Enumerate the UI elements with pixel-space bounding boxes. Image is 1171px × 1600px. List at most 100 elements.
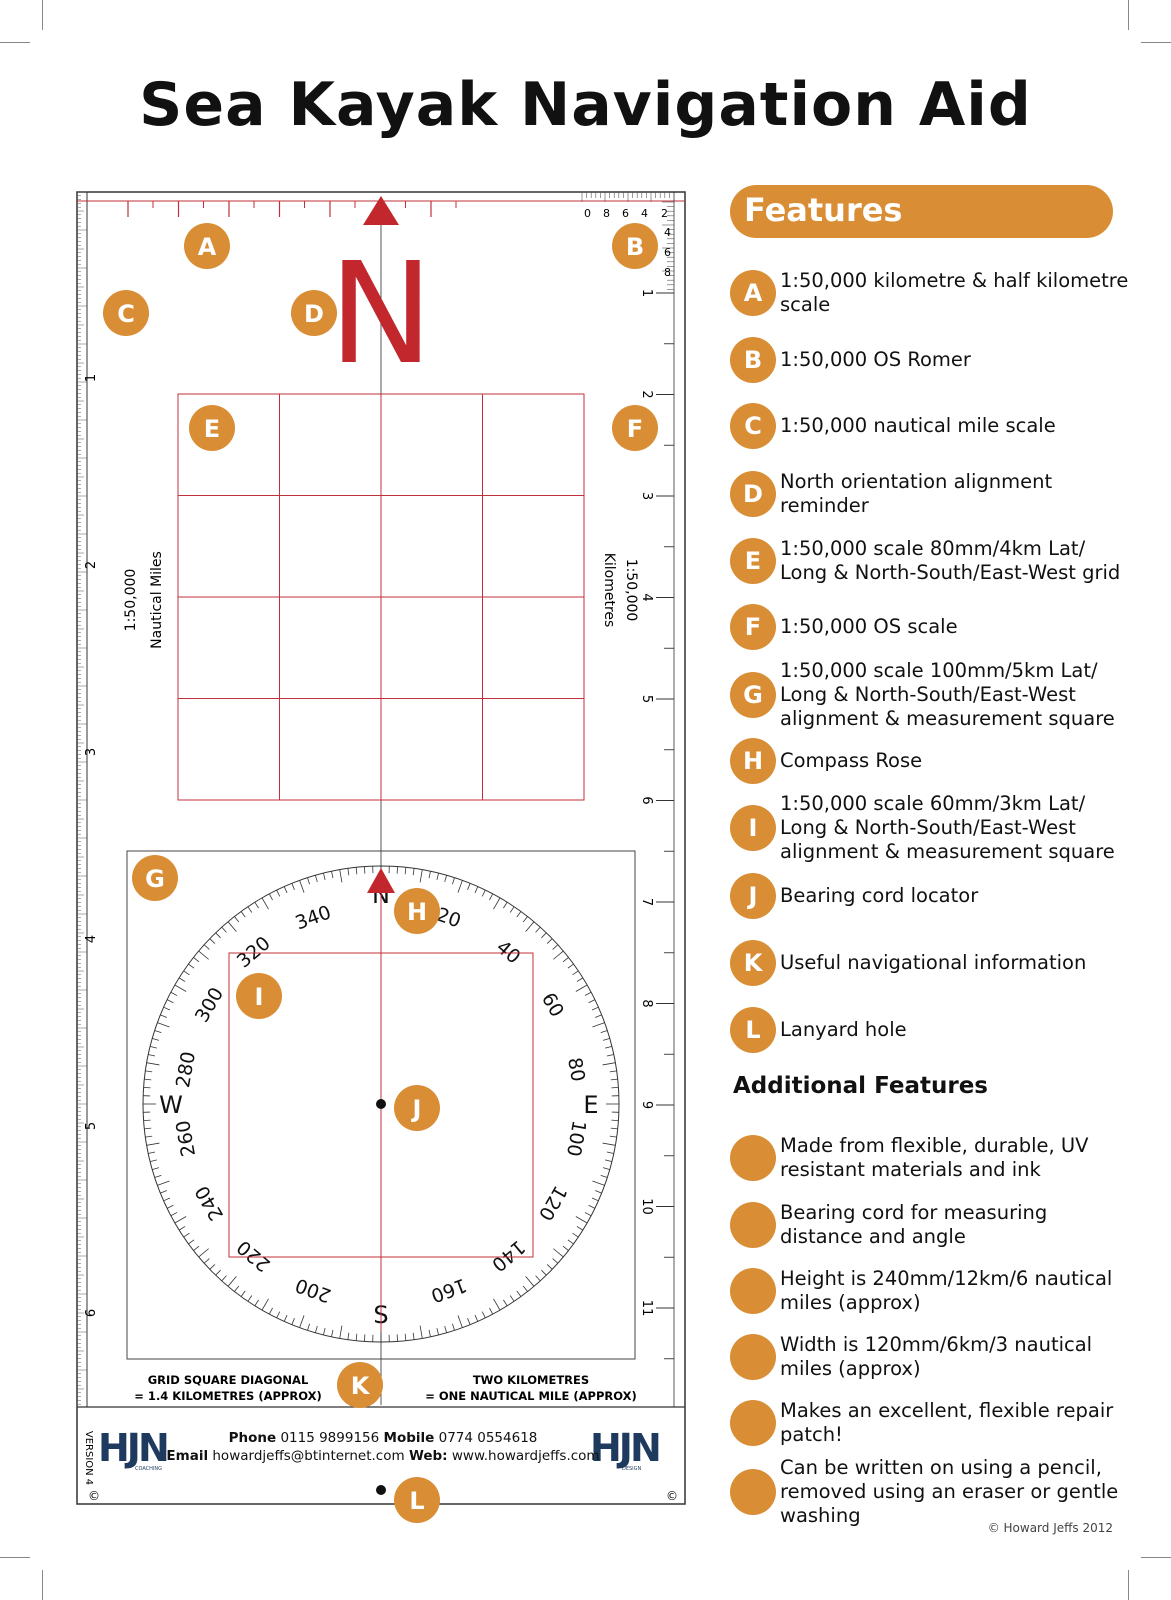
- marker-label-i: I: [255, 983, 264, 1011]
- compass-tick: [152, 1167, 160, 1170]
- compass-tick: [145, 1070, 153, 1073]
- feature-badge: G: [730, 672, 776, 718]
- additional-feature-item: Width is 120mm/6km/3 nautical miles (app…: [730, 1327, 1135, 1387]
- compass-tick: [240, 911, 246, 918]
- compass-tick: [541, 932, 547, 939]
- nautical-scale-number: 3: [84, 748, 99, 756]
- crop-mark: [0, 42, 30, 43]
- compass-tick: [567, 963, 574, 969]
- compass-tick: [203, 944, 210, 950]
- compass-tick: [209, 1264, 216, 1270]
- nautical-scale-number: 1: [84, 374, 99, 382]
- romer-digit: 8: [603, 207, 610, 220]
- logo-left: HJN: [98, 1426, 167, 1470]
- grid-e: [177, 393, 585, 801]
- feature-text: Compass Rose: [780, 749, 923, 772]
- ruler-ticks: [77, 191, 674, 1405]
- compass-tick: [261, 897, 269, 910]
- additional-feature-text: Width is 120mm/6km/3 nautical miles (app…: [780, 1333, 1093, 1380]
- marker-label-e: E: [204, 415, 220, 443]
- additional-feature-text: Height is 240mm/12km/6 nautical miles (a…: [780, 1267, 1113, 1314]
- web-address: www.howardjeffs.com: [452, 1448, 600, 1464]
- compass-tick: [188, 963, 195, 969]
- compass-tick: [602, 1062, 616, 1066]
- compass-tick: [493, 897, 501, 910]
- compass-tick: [283, 886, 288, 894]
- marker-a: [184, 223, 230, 269]
- compass-tick: [215, 932, 221, 939]
- compass-tick: [436, 1328, 439, 1336]
- compass-tick: [609, 1135, 617, 1138]
- compass-tick: [174, 1216, 187, 1224]
- compass-tick: [247, 1295, 253, 1302]
- compass-tick: [198, 950, 209, 960]
- compass-tick: [163, 1197, 171, 1202]
- compass-tick: [148, 1054, 156, 1057]
- compass-tick: [541, 1269, 547, 1276]
- compass-tick: [404, 1333, 407, 1341]
- compass-tick: [493, 1298, 501, 1311]
- feature-text: Bearing cord locator: [780, 884, 979, 907]
- compass-tick: [481, 889, 486, 897]
- feature-badge: I: [730, 805, 776, 851]
- compass-tick: [562, 957, 569, 963]
- marker-b: [612, 223, 658, 269]
- compass-tick: [428, 871, 431, 879]
- compass-tick: [522, 916, 528, 923]
- marker-i: [236, 973, 282, 1019]
- km-note: = ONE NAUTICAL MILE (APPROX): [425, 1389, 636, 1403]
- compass-tick: [610, 1127, 618, 1130]
- compass-tick: [591, 1006, 599, 1011]
- feature-text: Useful navigational information: [780, 951, 1087, 974]
- compass-tick: [307, 1323, 310, 1331]
- compass-tick: [183, 1232, 190, 1238]
- feature-badge: L: [730, 1007, 776, 1053]
- compass-tick: [331, 871, 334, 879]
- compass-tick: [602, 1167, 610, 1170]
- compass-tick: [525, 921, 535, 932]
- compass-tick: [166, 1204, 174, 1209]
- compass-tick: [347, 868, 350, 876]
- additional-feature-item: Bearing cord for measuring distance and …: [730, 1195, 1135, 1255]
- compass-tick: [525, 1276, 535, 1287]
- marker-label-h: H: [407, 898, 427, 926]
- compass-tick: [444, 1325, 447, 1333]
- compass-tick: [261, 1298, 269, 1311]
- marker-c: [103, 290, 149, 336]
- compass-tick: [149, 1046, 157, 1049]
- compass-tick: [576, 977, 584, 982]
- compass-tick: [419, 869, 423, 883]
- compass-tick: [170, 991, 178, 996]
- compass-tick: [552, 1258, 559, 1264]
- compass-tick: [283, 1314, 288, 1322]
- marker-label-k: K: [351, 1372, 371, 1400]
- copyright-symbol: ©: [88, 1489, 100, 1503]
- marker-label-f: F: [627, 415, 643, 443]
- romer-digit: 6: [664, 246, 671, 259]
- km-scale-number: 5: [639, 695, 654, 703]
- compass-tick: [602, 1038, 610, 1041]
- compass-tick: [178, 1226, 186, 1231]
- compass-tick: [268, 1307, 273, 1315]
- km-scale-number: 2: [639, 390, 654, 398]
- compass-tick: [535, 926, 541, 933]
- compass-tick: [331, 1329, 334, 1337]
- compass-tick: [553, 1248, 564, 1258]
- compass-tick: [154, 1030, 162, 1033]
- compass-tick: [227, 1276, 237, 1287]
- compass-tick: [444, 875, 447, 883]
- additional-feature-item: Can be written on using a pencil, remove…: [730, 1456, 1135, 1527]
- additional-feature-item: Made from flexible, durable, UV resistan…: [730, 1128, 1135, 1188]
- grid-note: GRID SQUARE DIAGONAL: [148, 1373, 309, 1387]
- nautical-scale-number: 2: [84, 561, 99, 569]
- romer-digit: 6: [622, 207, 629, 220]
- km-scale-number: 7: [639, 898, 654, 906]
- compass-tick: [254, 1299, 259, 1307]
- compass-tick: [457, 880, 463, 893]
- feature-text: 1:50,000 nautical mile scale: [780, 414, 1056, 437]
- compass-tick: [419, 1325, 423, 1339]
